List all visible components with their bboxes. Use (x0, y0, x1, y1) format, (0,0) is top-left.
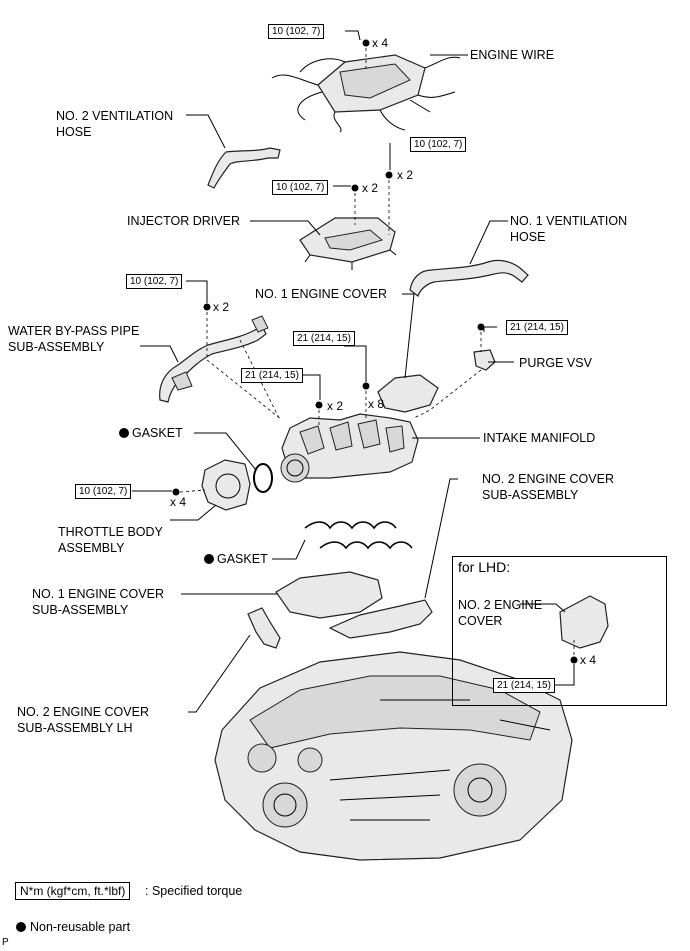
legend-nonreusable-text: Non-reusable part (30, 920, 131, 934)
torque-intake-manifold: 21 (214, 15) (241, 368, 303, 383)
torque-throttle-body: 10 (102, 7) (75, 484, 132, 499)
label-throttle-body-line2: ASSEMBLY (58, 541, 125, 555)
leader-lines (132, 30, 575, 713)
water-bypass-pipe-part (159, 315, 269, 403)
qty-water-pipe: x 2 (213, 300, 230, 314)
lhd-cover-part (559, 595, 609, 649)
label-lhd-cover-line1: NO. 2 ENGINE (458, 598, 543, 612)
engine-cover-1-part (377, 374, 439, 413)
engine-cover-1-sub-part (275, 571, 383, 619)
engine-cover-2-sub-part (328, 599, 433, 639)
torque-engine-cover-1: 21 (214, 15) (293, 331, 355, 346)
torque-lhd-cover: 21 (214, 15) (493, 678, 555, 693)
qty-engine-cover-1: x 8 (368, 397, 385, 411)
label-injector-driver: INJECTOR DRIVER (127, 214, 240, 228)
torque-injector-right: 10 (102, 7) (410, 137, 467, 152)
label-ventilation-hose-2-line1: NO. 2 VENTILATION (56, 109, 174, 123)
label-purge-vsv: PURGE VSV (519, 356, 592, 370)
torque-purge-vsv: 21 (214, 15) (506, 320, 568, 335)
label-water-pipe-line1: WATER BY-PASS PIPE (8, 324, 140, 338)
label-intake-manifold: INTAKE MANIFOLD (483, 431, 596, 445)
label-engine-cover-2-lh-line2: SUB-ASSEMBLY LH (17, 721, 133, 735)
legend-torque-text: : Specified torque (145, 884, 243, 898)
label-gasket-upper: GASKET (132, 426, 183, 440)
label-engine-cover-2-line1: NO. 2 ENGINE COVER (482, 472, 614, 486)
label-throttle-body-line1: THROTTLE BODY (58, 525, 163, 539)
lhd-inset-box (452, 556, 667, 706)
qty-injector-left: x 2 (362, 181, 379, 195)
label-engine-cover-1-sub-line1: NO. 1 ENGINE COVER (32, 587, 164, 601)
fasteners (172, 39, 578, 664)
label-ventilation-hose-1-line2: HOSE (510, 230, 546, 244)
gaskets-lower-part (304, 521, 413, 550)
qty-intake-manifold: x 2 (327, 399, 344, 413)
label-lhd-title: for LHD: (458, 559, 511, 575)
ventilation-hose-1-part (409, 259, 529, 297)
nonreusable-bullet-legend (16, 922, 26, 932)
qty-throttle-body: x 4 (170, 495, 187, 509)
throttle-body-part (201, 459, 251, 511)
label-ventilation-hose-1-line1: NO. 1 VENTILATION (510, 214, 628, 228)
purge-vsv-part (473, 349, 496, 371)
intake-manifold-part (280, 413, 419, 483)
label-engine-wire: ENGINE WIRE (470, 48, 555, 62)
engine-cover-2-lh-part (247, 607, 281, 649)
legend-torque-box: N*m (kgf*cm, ft.*lbf) (15, 882, 131, 900)
label-gasket-lower: GASKET (217, 552, 268, 566)
label-engine-cover-2-lh-line1: NO. 2 ENGINE COVER (17, 705, 149, 719)
gasket-ring-part (253, 463, 273, 493)
qty-engine-wire: x 4 (372, 36, 389, 50)
footer-code: P (2, 937, 9, 948)
injector-driver-part (299, 217, 397, 270)
qty-lhd-cover: x 4 (580, 653, 597, 667)
label-water-pipe-line2: SUB-ASSEMBLY (8, 340, 105, 354)
engine-block-part (214, 651, 573, 861)
torque-injector-left: 10 (102, 7) (272, 180, 329, 195)
nonreusable-bullet-gasket-lower (204, 554, 214, 564)
torque-water-pipe: 10 (102, 7) (126, 274, 183, 289)
qty-injector-right: x 2 (397, 168, 414, 182)
label-ventilation-hose-2-line2: HOSE (56, 125, 92, 139)
ventilation-hose-2-part (207, 147, 281, 189)
label-lhd-cover-line2: COVER (458, 614, 503, 628)
nonreusable-bullet-gasket-upper (119, 428, 129, 438)
label-engine-cover-2-line2: SUB-ASSEMBLY (482, 488, 579, 502)
label-engine-cover-1: NO. 1 ENGINE COVER (255, 287, 387, 301)
torque-engine-wire: 10 (102, 7) (268, 24, 325, 39)
label-engine-cover-1-sub-line2: SUB-ASSEMBLY (32, 603, 129, 617)
engine-wire-part (271, 54, 461, 133)
